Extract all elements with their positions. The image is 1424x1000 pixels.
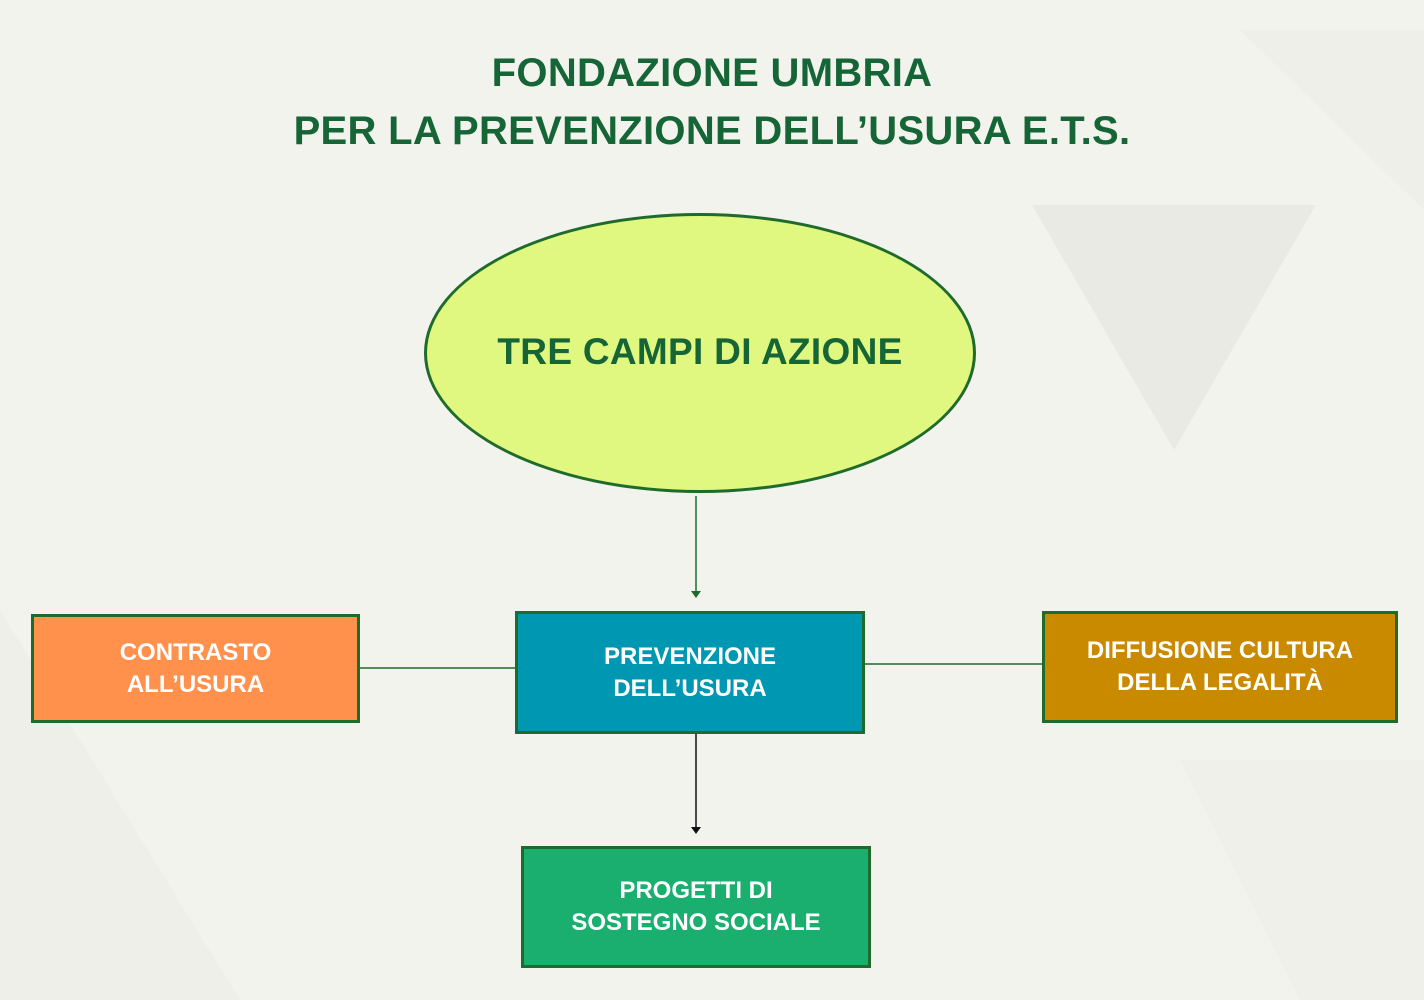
arrowhead-prevenzione — [691, 591, 701, 598]
title-line-1: FONDAZIONE UMBRIA — [491, 51, 933, 95]
box-progetti-line-1: PROGETTI DI — [619, 877, 773, 904]
center-label: TRE CAMPI DI AZIONE — [497, 331, 903, 372]
box-prevenzione-line-1: PREVENZIONE — [603, 642, 777, 670]
box-prevenzione-line-2: DELL’USURA — [613, 674, 767, 702]
box-contrasto-usura: CONTRASTO ALL’USURA — [31, 614, 360, 723]
box-prevenzione-usura: PREVENZIONE DELL’USURA — [515, 611, 865, 734]
box-contrasto-line-1: CONTRASTO — [119, 638, 272, 666]
box-diffusione-line-2: DELLA LEGALITÀ — [1117, 669, 1323, 696]
box-progetti-line-2: SOSTEGNO SOCIALE — [571, 909, 821, 936]
box-contrasto-line-2: ALL’USURA — [126, 670, 265, 698]
box-diffusione-line-1: DIFFUSIONE CULTURA — [1086, 637, 1354, 664]
center-ellipse: TRE CAMPI DI AZIONE — [424, 213, 976, 493]
arrowhead-progetti — [691, 827, 701, 834]
title-line-2: PER LA PREVENZIONE DELL’USURA E.T.S. — [293, 109, 1131, 153]
box-diffusione-legalita: DIFFUSIONE CULTURA DELLA LEGALITÀ — [1042, 611, 1398, 723]
diagram-title: FONDAZIONE UMBRIA PER LA PREVENZIONE DEL… — [0, 44, 1424, 160]
box-progetti-sostegno: PROGETTI DI SOSTEGNO SOCIALE — [521, 846, 871, 968]
